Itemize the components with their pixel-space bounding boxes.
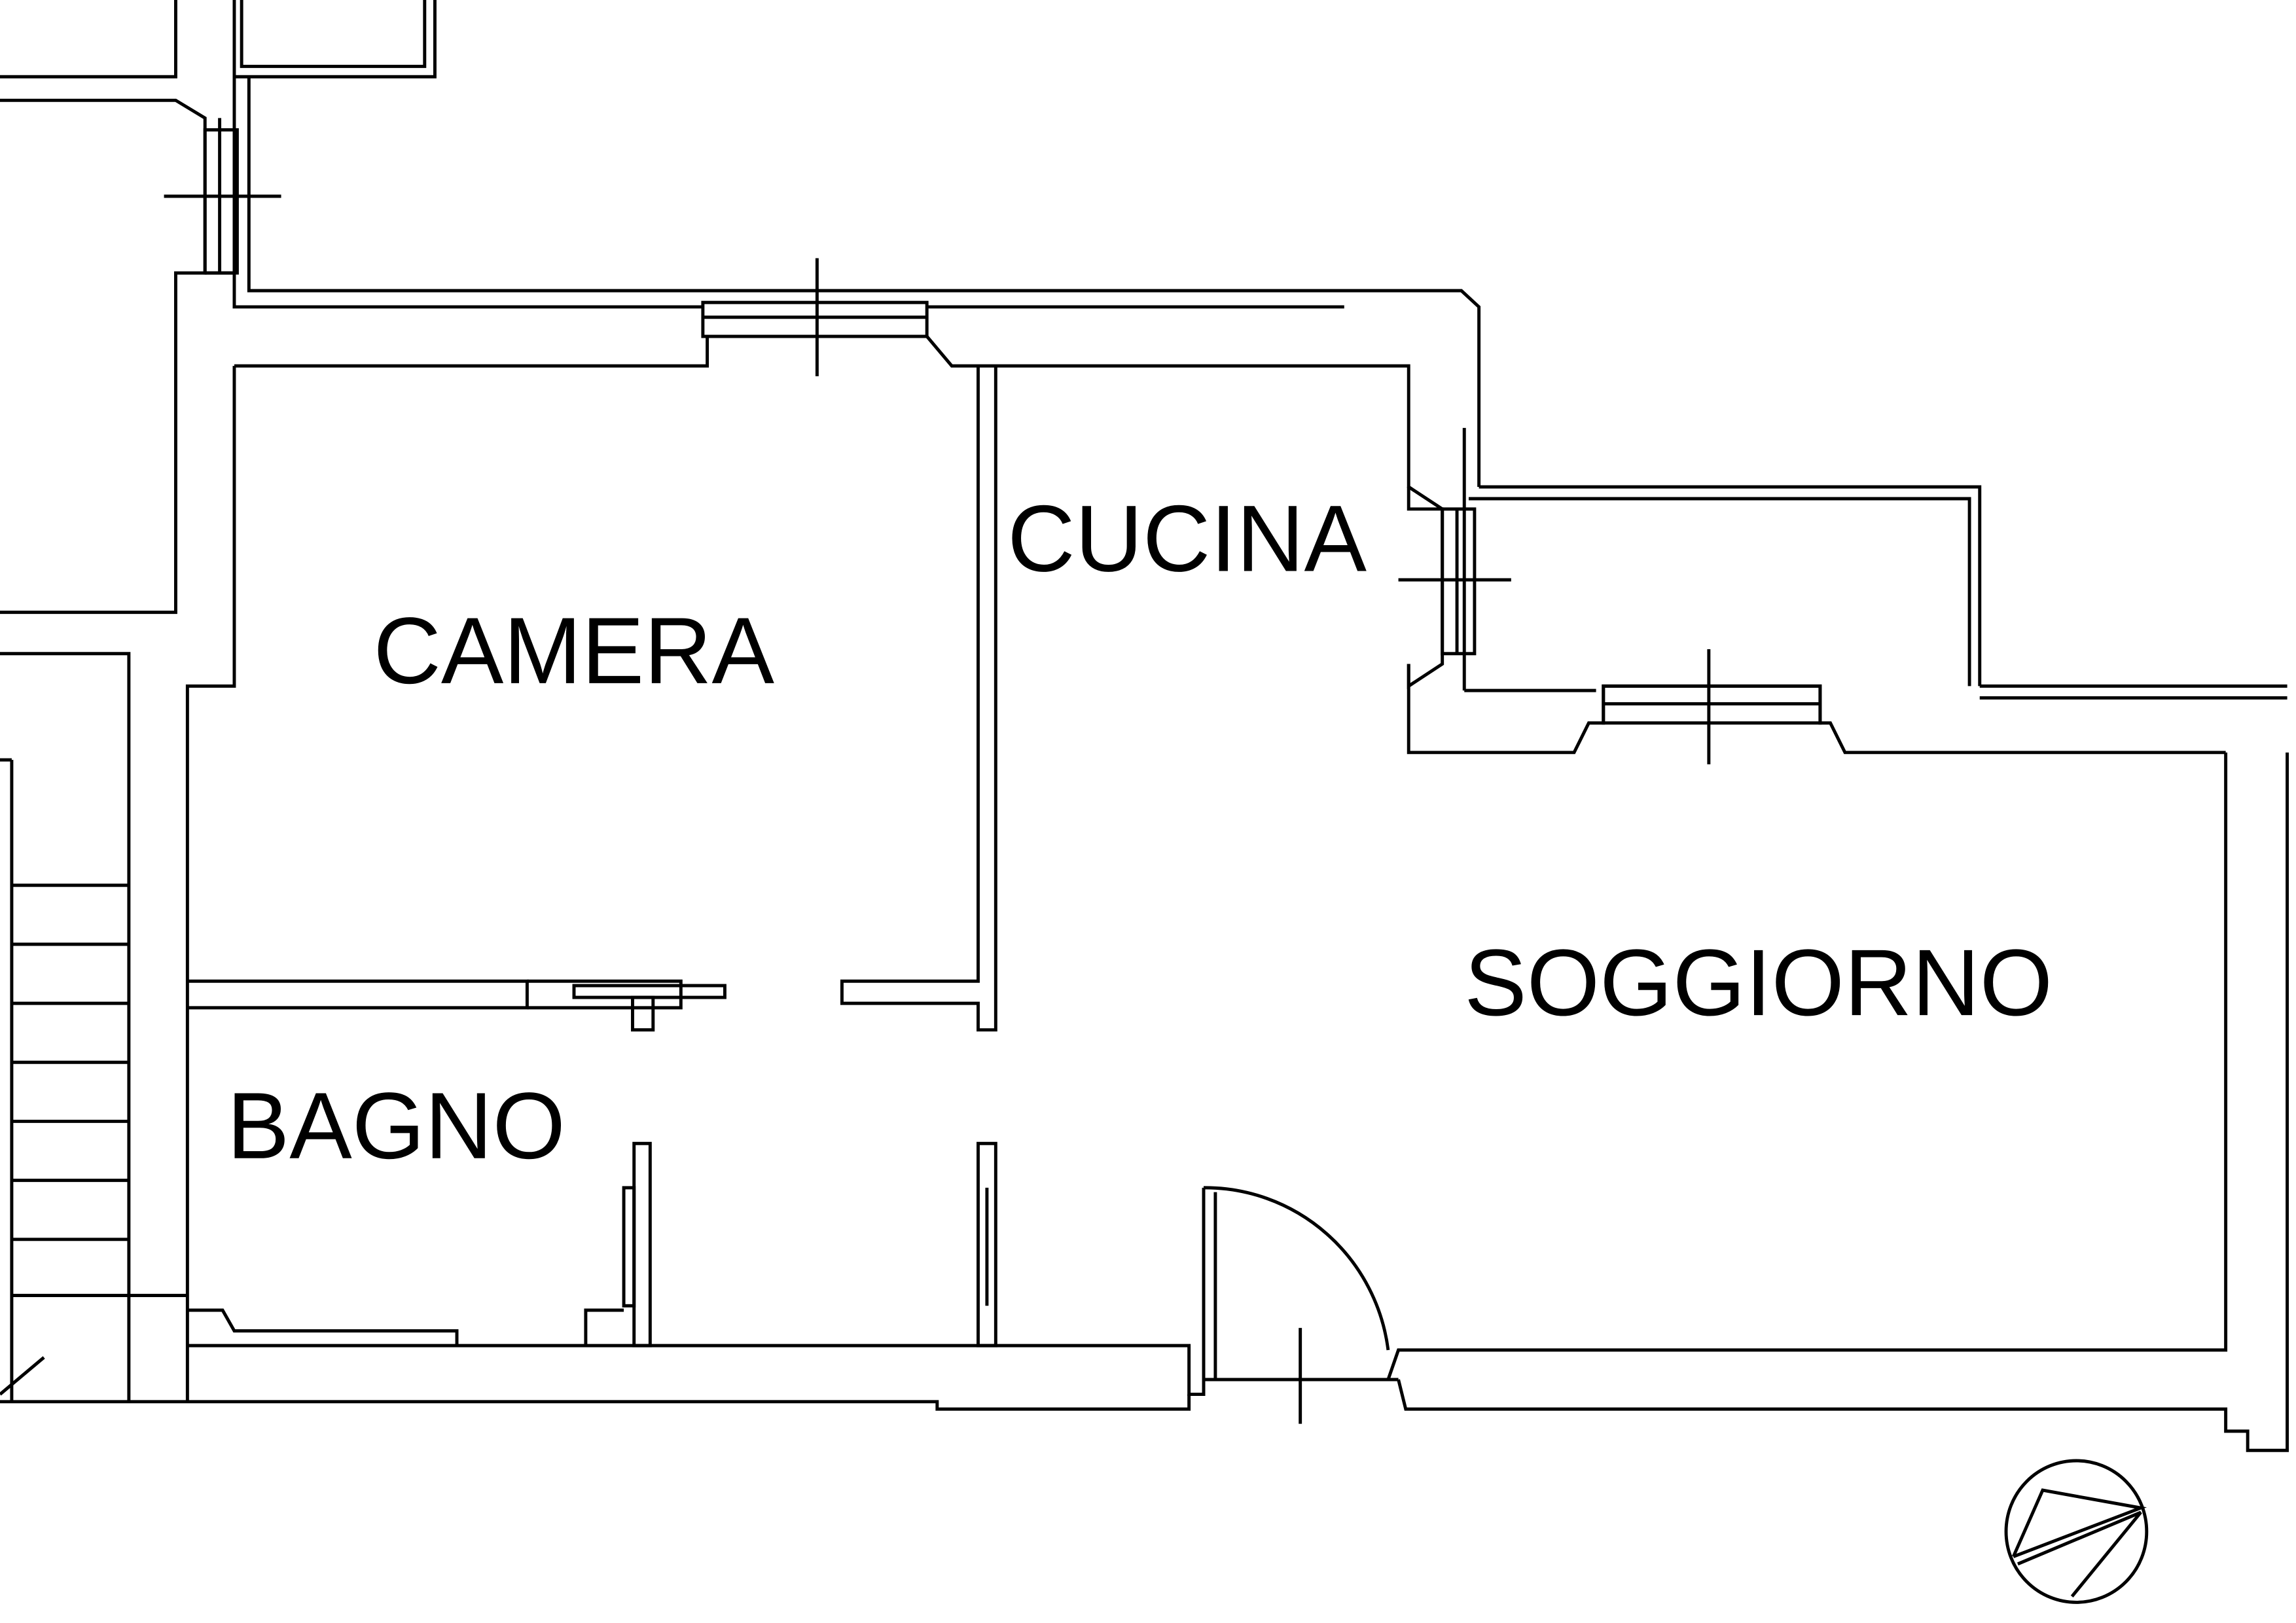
room-label-camera: CAMERA <box>373 598 774 704</box>
room-label-cucina: CUCINA <box>1007 486 1367 592</box>
walls <box>0 0 2289 1452</box>
room-label-bagno: BAGNO <box>227 1073 565 1179</box>
staircase <box>0 758 188 1402</box>
north-arrow-icon <box>2004 1459 2149 1604</box>
room-label-soggiorno: SOGGIORNO <box>1464 931 2053 1036</box>
